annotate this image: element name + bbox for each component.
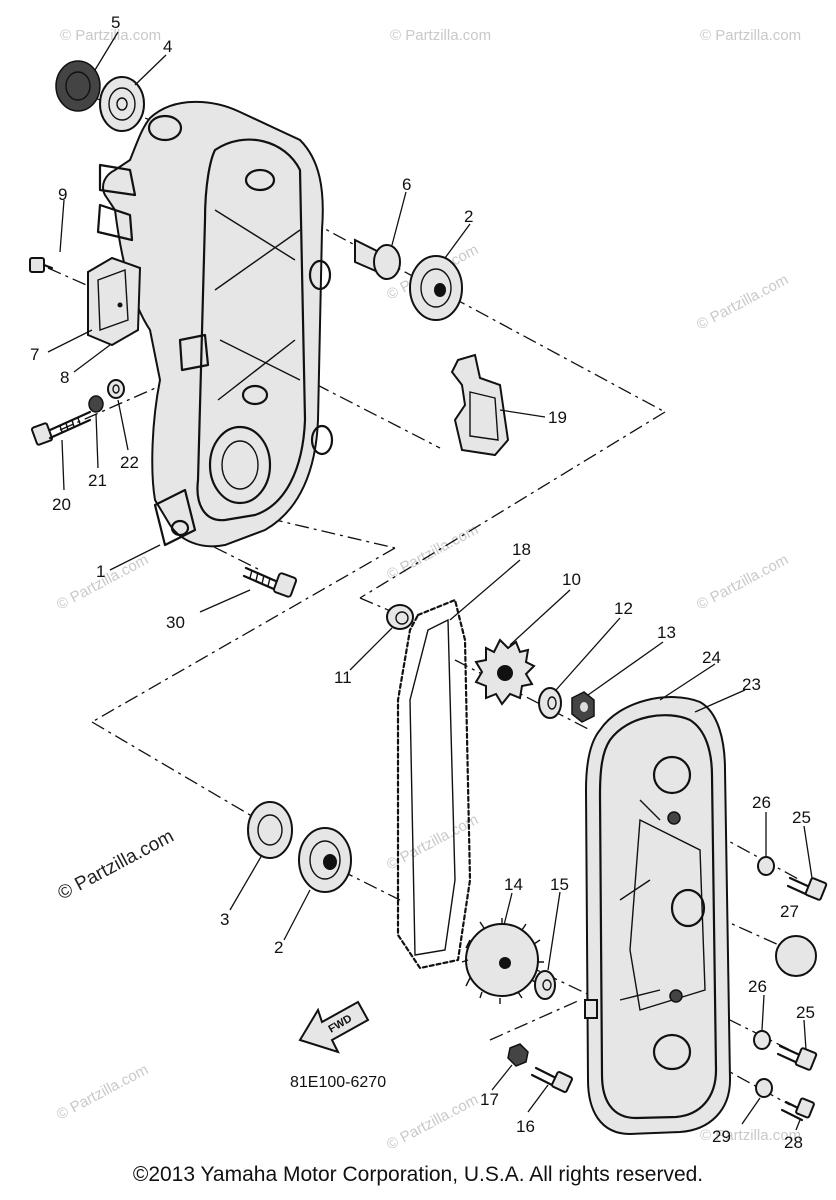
- callout-8: 8: [60, 368, 69, 387]
- washer-12: [538, 687, 562, 719]
- callout-26: 26: [752, 793, 771, 812]
- callout-17: 17: [480, 1090, 499, 1109]
- bearing-5: [55, 60, 101, 112]
- callout-30: 30: [166, 613, 185, 632]
- washer-22: [107, 379, 125, 399]
- brake-caliper-19: [450, 353, 510, 457]
- watermark: © Partzilla.com: [384, 1091, 481, 1153]
- brake-pad-7-8: [87, 256, 142, 347]
- nut-17: [507, 1043, 529, 1067]
- callout-14: 14: [504, 875, 523, 894]
- callout-10: 10: [562, 570, 581, 589]
- callout-20: 20: [52, 495, 71, 514]
- fwd-arrow-icon: FWD: [298, 1000, 370, 1054]
- washer-26-lower: [753, 1030, 771, 1050]
- callout-18: 18: [512, 540, 531, 559]
- callout-13: 13: [657, 623, 676, 642]
- chaincase-housing: [96, 100, 334, 548]
- nut-13: [571, 691, 595, 723]
- watermark: © Partzilla.com: [694, 271, 791, 333]
- watermark: © Partzilla.com: [390, 27, 491, 44]
- leader-lines: [47, 31, 813, 1131]
- callout-5: 5: [111, 13, 120, 32]
- callout-7: 7: [30, 345, 39, 364]
- watermark: © Partzilla.com: [694, 551, 791, 613]
- cap-27: [775, 935, 817, 977]
- callout-27: 27: [780, 902, 799, 921]
- callout-1: 1: [96, 562, 105, 581]
- callout-11: 11: [334, 668, 352, 687]
- screw-9: [29, 257, 54, 273]
- drive-sprocket-10: [474, 638, 536, 706]
- bolt-16: [530, 1066, 573, 1093]
- callout-29: 29: [712, 1127, 731, 1146]
- watermark: © Partzilla.com: [54, 1061, 151, 1123]
- bolt-25-lower: [776, 1044, 818, 1071]
- callout-9: 9: [58, 185, 67, 204]
- callout-25-lower: 25: [796, 1003, 815, 1022]
- watermark: © Partzilla.com: [700, 27, 801, 44]
- callout-2: 2: [464, 207, 473, 226]
- collar-11: [386, 604, 414, 630]
- callout-12: 12: [614, 599, 633, 618]
- part-code: 81E100-6270: [290, 1074, 386, 1091]
- washer-29: [755, 1078, 773, 1098]
- callout-3: 3: [220, 910, 229, 929]
- washer-21: [88, 395, 104, 413]
- bolt-30: [242, 566, 298, 598]
- collar-6: [354, 238, 401, 280]
- chaincase-cover-23-24: [584, 696, 732, 1136]
- bearing-4: [99, 76, 145, 132]
- bolt-28: [780, 1097, 815, 1122]
- bearing-3: [247, 801, 293, 859]
- callout-25: 25: [792, 808, 811, 827]
- watermark: © Partzilla.com: [60, 27, 161, 44]
- bearing-2-upper: [409, 255, 463, 321]
- washer-15: [534, 970, 556, 1000]
- watermark: © Partzilla.com: [384, 521, 481, 583]
- copyright-notice: ©2013 Yamaha Motor Corporation, U.S.A. A…: [132, 1163, 704, 1186]
- callout-labels: 5 4 6 2 9 7 8 19 20 21 22 1 30 11 18 10 …: [30, 13, 815, 1152]
- partzilla-watermark: © Partzilla.com: [54, 826, 177, 905]
- drive-chain-18: [396, 598, 472, 970]
- washer-26-upper: [757, 856, 775, 876]
- callout-28: 28: [784, 1133, 803, 1152]
- bearing-2-lower: [298, 827, 352, 893]
- driven-sprocket-14: [461, 918, 544, 1004]
- callout-24: 24: [702, 648, 721, 667]
- callout-16: 16: [516, 1117, 535, 1136]
- watermark: © Partzilla.com: [700, 1127, 801, 1144]
- bolt-20: [30, 410, 92, 446]
- callout-23: 23: [742, 675, 761, 694]
- callout-21: 21: [88, 471, 107, 490]
- watermark: © Partzilla.com: [54, 551, 151, 613]
- callout-26-lower: 26: [748, 977, 767, 996]
- callout-6: 6: [402, 175, 411, 194]
- callout-4: 4: [163, 37, 172, 56]
- callout-15: 15: [550, 875, 569, 894]
- callout-22: 22: [120, 453, 139, 472]
- callout-2-lower: 2: [274, 938, 283, 957]
- callout-19: 19: [548, 408, 567, 427]
- bolt-25-upper: [786, 876, 828, 901]
